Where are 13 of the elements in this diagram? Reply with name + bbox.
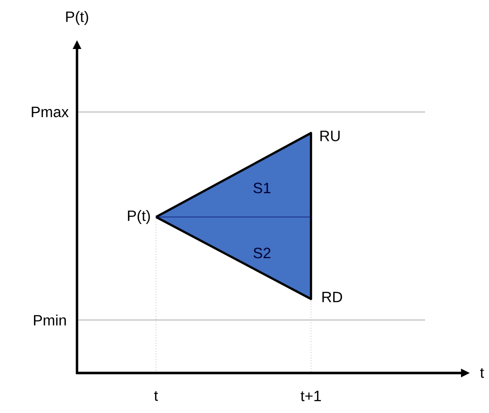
triangle-region: S2 (156, 216, 312, 300)
axis-label: t (480, 368, 484, 378)
axis-label: P(t) (66, 11, 88, 25)
triangle-region: S1 (155, 132, 312, 218)
point-label: RD (322, 292, 342, 302)
point-label: RU (320, 130, 340, 142)
tick-label: t+1 (300, 390, 321, 402)
tick-label: t (154, 391, 158, 401)
node-label: S2 (254, 248, 270, 258)
point-label: P(t) (128, 210, 150, 224)
limit-label: Pmin (34, 314, 66, 326)
limit-label: Pmax (32, 106, 69, 118)
node-label: S1 (254, 182, 270, 194)
